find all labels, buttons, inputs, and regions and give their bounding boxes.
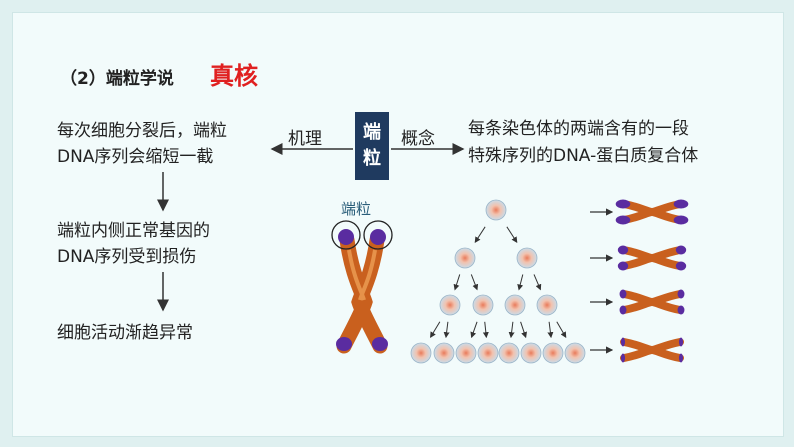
division-arrow: [474, 226, 486, 244]
division-arrow: [556, 321, 567, 339]
division-arrow: [508, 321, 515, 339]
telomere-cap: [615, 215, 631, 225]
telomere-cap: [615, 199, 631, 209]
telomere-term-box: 端 粒: [355, 112, 389, 180]
telomere-top-left: [338, 229, 354, 245]
cell: [439, 294, 461, 316]
division-arrow: [533, 274, 542, 291]
cell: [454, 247, 476, 269]
telomere-term-char-1: 端: [363, 122, 381, 143]
division-arrow: [517, 274, 524, 291]
slide-frame: [12, 12, 784, 437]
division-arrow: [430, 321, 441, 339]
cell-division-tree: [410, 199, 586, 364]
telomere-circle-left: [331, 220, 361, 250]
cell: [485, 199, 507, 221]
telomere-circle-right: [363, 220, 393, 250]
telomere-cap: [675, 261, 687, 271]
cell: [472, 294, 494, 316]
division-arrow: [453, 274, 461, 291]
cell: [433, 342, 455, 364]
division-arrow: [443, 321, 450, 339]
mechanism-step-1: 每次细胞分裂后，端粒 DNA序列会缩短一截: [57, 118, 227, 170]
cell: [410, 342, 432, 364]
mechanism-step-2-line2: DNA序列受到损伤: [57, 247, 197, 267]
telomere-cap: [620, 353, 626, 363]
telomere-cap: [673, 215, 689, 225]
eukaryote-badge: 真核: [210, 62, 258, 90]
cell: [542, 342, 564, 364]
telomere-cap: [678, 337, 684, 347]
telomere-bottom-right: [372, 337, 388, 351]
telomere-cap: [620, 337, 626, 347]
cell: [477, 342, 499, 364]
division-arrow: [547, 321, 554, 339]
mechanism-step-1-line1: 每次细胞分裂后，端粒: [57, 121, 227, 141]
chromatid: [620, 246, 684, 270]
chromatid: [620, 338, 684, 362]
definition-line-1: 每条染色体的两端含有的一段: [468, 119, 689, 139]
cell: [520, 342, 542, 364]
concept-label: 概念: [401, 129, 435, 149]
chromosome-illustration: [331, 220, 393, 354]
cell: [516, 247, 538, 269]
cell: [564, 342, 586, 364]
shortening-chromosomes: [590, 199, 689, 363]
cell: [498, 342, 520, 364]
division-arrow: [470, 321, 478, 339]
telomere-term-char-2: 粒: [363, 148, 381, 169]
division-arrow: [506, 226, 518, 244]
telomere-cap: [617, 261, 629, 271]
mechanism-step-2-line1: 端粒内侧正常基因的: [57, 221, 210, 241]
section-heading: （2）端粒学说: [60, 69, 174, 89]
telomere-cap: [678, 353, 684, 363]
telomere-definition: 每条染色体的两端含有的一段 特殊序列的DNA-蛋白质复合体: [468, 116, 698, 170]
chromatid: [620, 200, 684, 224]
telomere-cap: [617, 245, 629, 255]
cell: [455, 342, 477, 364]
cell: [504, 294, 526, 316]
division-arrow: [520, 321, 527, 339]
telomere-cap: [619, 289, 627, 299]
mechanism-label: 机理: [288, 129, 322, 149]
telomere-cap: [675, 245, 687, 255]
telomere-cap: [677, 305, 685, 315]
telomere-bottom-left: [336, 337, 352, 351]
telomere-cap: [619, 305, 627, 315]
mechanism-step-2: 端粒内侧正常基因的 DNA序列受到损伤: [57, 218, 210, 270]
definition-line-2: 特殊序列的DNA-蛋白质复合体: [468, 146, 699, 166]
division-arrow: [482, 321, 489, 339]
division-arrow: [470, 274, 479, 291]
cell: [536, 294, 558, 316]
mechanism-step-1-line2: DNA序列会缩短一截: [57, 147, 214, 167]
mechanism-step-3: 细胞活动渐趋异常: [57, 323, 193, 343]
chromosome-telomere-label: 端粒: [341, 200, 372, 218]
telomere-cap: [677, 289, 685, 299]
chromatid: [620, 290, 684, 314]
telomere-cap: [673, 199, 689, 209]
telomere-top-right: [370, 229, 386, 245]
